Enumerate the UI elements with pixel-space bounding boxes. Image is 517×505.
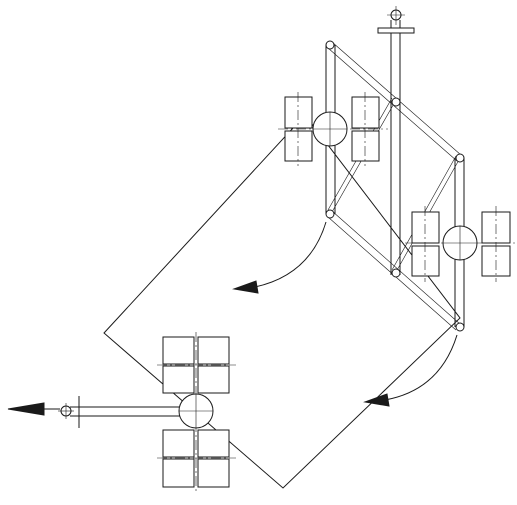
right-wheel-group [405,206,515,282]
wheel-block [162,458,195,488]
wheel-block [197,365,230,394]
wheel-block [284,96,313,129]
pivot-pin-icon [391,97,401,107]
wheel-block [197,458,230,488]
pivot-pin-icon [325,209,335,219]
arrow-head-icon [232,280,259,294]
wheel-block [411,211,440,244]
wheel-block [411,245,440,277]
wheel-block [162,365,195,394]
wheel-block [162,336,195,365]
wheel-block [351,96,380,129]
wheel-block [284,130,313,162]
top-handle [377,27,415,34]
parallelogram-linkage [327,41,462,331]
pivot-pin-icon [455,322,465,332]
wheel-block [197,336,230,365]
lower-wheel-group [58,332,236,492]
platform-outline [103,114,461,489]
right-rotation-arrow [363,334,458,407]
wheel-block [351,130,380,162]
pivot-pin-icon [391,268,401,278]
pivot-pin-icon [455,153,465,163]
arrow-head-icon [7,402,45,416]
upper-wheel-group [278,92,388,166]
wheel-block [197,429,230,458]
upper-rotation-arrow [232,221,327,294]
wheel-block [162,429,195,458]
pull-direction-arrow [7,402,60,416]
central-vertical-bar [377,6,415,278]
arrow-head-icon [363,393,390,407]
pivot-pin-icon [325,40,335,50]
